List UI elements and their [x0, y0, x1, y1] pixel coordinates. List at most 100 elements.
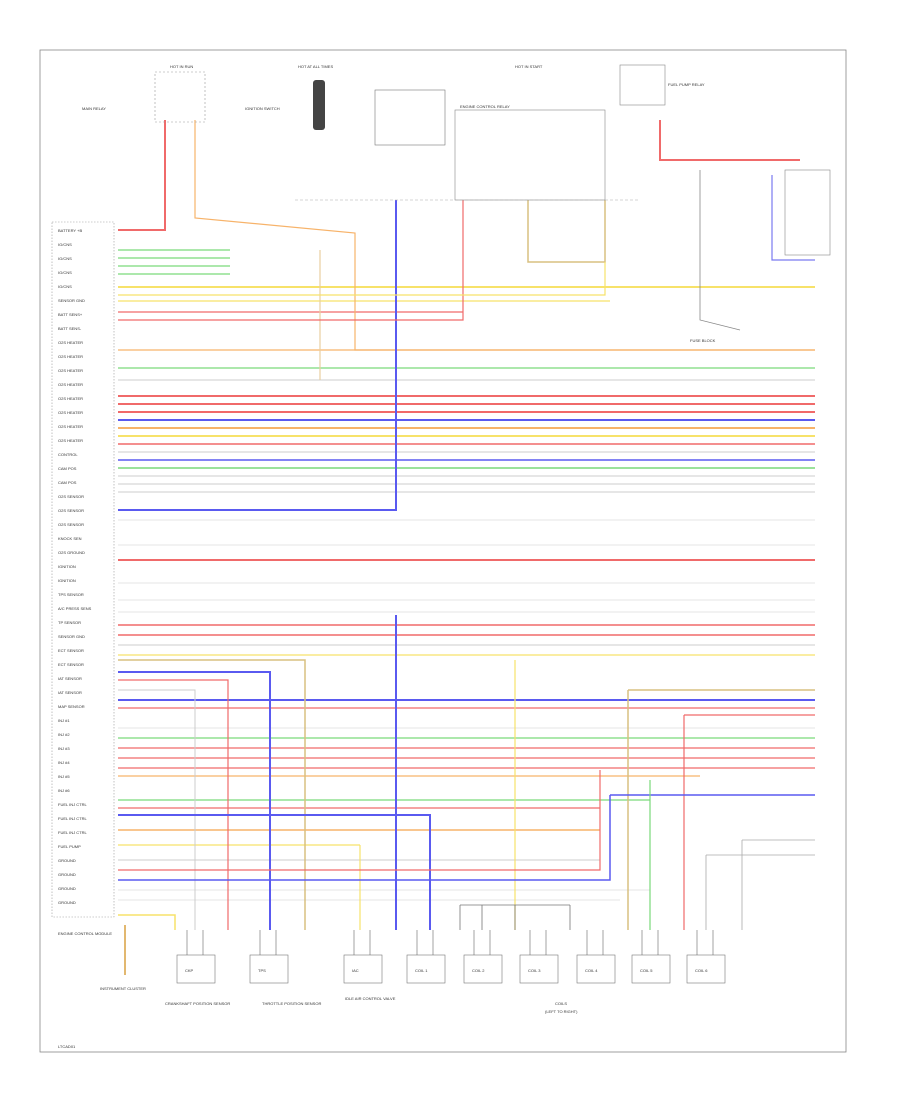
ecm-pin-label: GROUND — [58, 872, 76, 877]
relay-box-top — [374, 89, 446, 146]
ecm-pin-label: SENSOR GND — [58, 634, 85, 639]
ecm-pin-label: INJ #2 — [58, 732, 70, 737]
ecm-pin-label: ECT SENSOR — [58, 648, 84, 653]
relay-engine-control — [454, 109, 606, 201]
label-main-relay: MAIN RELAY — [82, 106, 106, 111]
ecm-pin-labels: BATTERY +B IG/CNS IG/CNS IG/CNS IG/CNS SENSOR… — [58, 228, 92, 905]
label-hot-at-all-times: HOT AT ALL TIMES — [298, 64, 333, 69]
label-engine-control-relay: ENGINE CONTROL RELAY — [460, 104, 510, 109]
ecm-pin-label: INJ #3 — [58, 746, 70, 751]
ecm-pin-label: A/C PRESS SENS — [58, 606, 92, 611]
ecm-pin-label: IG/CNS — [58, 284, 72, 289]
label-fuel-pump-relay: FUEL PUMP RELAY — [668, 82, 705, 87]
ecm-pin-label: CAM POS — [58, 480, 77, 485]
ecm-pin-label: INJ #5 — [58, 774, 70, 779]
wire-red-relay — [118, 200, 464, 321]
label-tps: THROTTLE POSITION SENSOR — [262, 1001, 321, 1006]
label-iac: IDLE AIR CONTROL VALVE — [345, 996, 396, 1001]
ecm-pin-label: INJ #4 — [58, 760, 70, 765]
ecm-pin-label: ECT SENSOR — [58, 662, 84, 667]
component-box — [249, 954, 289, 984]
ecm-pin-label: O2S GROUND — [58, 550, 85, 555]
wire-blue-main — [118, 200, 397, 511]
wire-blue-right — [771, 175, 815, 261]
ecm-pin-label: TP SENSOR — [58, 620, 81, 625]
ecm-pin-label: O2S HEATER — [58, 354, 83, 359]
component-label: COIL 3 — [528, 968, 541, 973]
ecm-pin-label: IG/CNS — [58, 242, 72, 247]
diagram-border — [39, 49, 847, 1053]
ecm-pin-label: O2S HEATER — [58, 340, 83, 345]
connector-right-box — [784, 169, 831, 256]
ecm-pin-label: O2S HEATER — [58, 410, 83, 415]
component-label: COIL 1 — [415, 968, 428, 973]
wire-blue-tps — [118, 671, 271, 930]
ecm-pin-label: CAM POS — [58, 466, 77, 471]
component-label: COIL 2 — [472, 968, 485, 973]
ecm-pin-label: TPS SENSOR — [58, 592, 84, 597]
label-rear-bank: (LEFT TO RIGHT) — [545, 1009, 578, 1014]
footer-code: LTCAD01 — [58, 1044, 76, 1049]
ecm-pin-label: FUEL INJ CTRL — [58, 830, 88, 835]
label-hot-in-start: HOT IN START — [515, 64, 543, 69]
ecm-pin-label: IG/CNS — [58, 256, 72, 261]
vertical-wires — [118, 120, 815, 975]
fuse-coil-top — [313, 80, 325, 130]
ecm-pin-label: O2S HEATER — [58, 424, 83, 429]
ecm-pin-label: FUEL INJ CTRL — [58, 816, 88, 821]
component-box — [631, 954, 671, 984]
ecm-box — [51, 221, 115, 918]
component-label: IAC — [352, 968, 359, 973]
ecm-pin-label: SENSOR GND — [58, 298, 85, 303]
component-label: COIL 4 — [585, 968, 598, 973]
wire-red-top-right — [659, 120, 800, 161]
label-ecm-name: ENGINE CONTROL MODULE — [58, 931, 112, 936]
ecm-pin-label: FUEL PUMP — [58, 844, 81, 849]
ecm-pin-label: IG/CNS — [58, 270, 72, 275]
wire-coil-bus — [459, 904, 571, 930]
wire-red-coil-b — [118, 770, 601, 871]
component-box — [576, 954, 616, 984]
ecm-pin-label: BATTERY +B — [58, 228, 82, 233]
ecm-pin-label: INJ #1 — [58, 718, 70, 723]
label-fuse-block: FUSE BLOCK — [690, 338, 716, 343]
ecm-pin-label: BATT SENS- — [58, 326, 82, 331]
ecm-pin-label: KNOCK SEN — [58, 536, 82, 541]
ecm-pin-label: IGNITION — [58, 578, 76, 583]
ecm-pin-label: FUEL INJ CTRL — [58, 802, 88, 807]
wire-yellow-relay — [118, 262, 606, 296]
wire-tan-relay — [527, 200, 606, 263]
component-box — [463, 954, 503, 984]
component-label: COIL 5 — [640, 968, 653, 973]
ecm-pin-label: CONTROL — [58, 452, 78, 457]
wire-red-ckp — [118, 679, 229, 930]
top-components: HOT IN RUN HOT AT ALL TIMES HOT IN START… — [82, 64, 831, 343]
wire-gray-coil-b — [705, 854, 815, 930]
wire-gray-ckp — [118, 689, 196, 930]
relay-fuel-pump-box — [619, 64, 666, 106]
component-box — [343, 954, 383, 984]
component-box — [686, 954, 726, 984]
ecm-pin-label: MAP SENSOR — [58, 704, 85, 709]
ecm-pin-label: O2S HEATER — [58, 382, 83, 387]
label-inst-cluster: INSTRUMENT CLUSTER — [100, 986, 146, 991]
ecm-pin-label: O2S SENSOR — [58, 508, 84, 513]
component-label: CKP — [185, 968, 194, 973]
ecm-pin-label: O2S HEATER — [58, 368, 83, 373]
ecm-pin-label: BATT SENS+ — [58, 312, 83, 317]
ecm-pin-label: O2S SENSOR — [58, 522, 84, 527]
component-box — [519, 954, 559, 984]
ecm-pin-label: GROUND — [58, 886, 76, 891]
wire-red-feed — [118, 120, 166, 231]
ecm-pin-label: O2S HEATER — [58, 396, 83, 401]
wire-red-coil — [683, 714, 815, 930]
wire-tan-tps — [118, 659, 306, 930]
wire-orange-feed — [194, 120, 815, 351]
ecm-pin-label: O2S SENSOR — [58, 494, 84, 499]
wire-gray-coil — [741, 839, 815, 930]
label-hot-in-run: HOT IN RUN — [170, 64, 193, 69]
ecm-pin-label: IGNITION — [58, 564, 76, 569]
